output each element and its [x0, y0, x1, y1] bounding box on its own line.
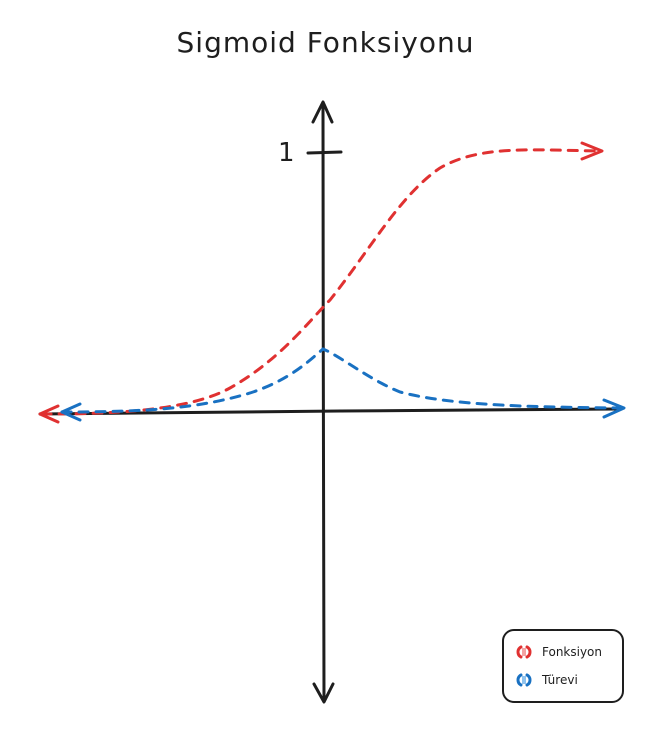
- series-fonksiyon-arrow-right: [580, 141, 604, 161]
- y-axis-arrow-bottom: [312, 682, 335, 704]
- series-turevi-arrow-right: [602, 398, 626, 419]
- chart-title: Sigmoid Fonksiyonu: [176, 26, 475, 59]
- y-tick-1: [306, 150, 343, 155]
- y-axis-arrow-top: [311, 100, 334, 124]
- y-axis-line: [321, 102, 326, 702]
- legend-item-turevi: Türevi: [516, 673, 578, 687]
- y-tick-label-1: 1: [278, 138, 295, 168]
- legend: Fonksiyon Türevi: [502, 629, 624, 703]
- legend-swatch-fonksiyon: [516, 645, 532, 659]
- series-fonksiyon-line: [40, 148, 602, 416]
- legend-label-fonksiyon: Fonksiyon: [542, 645, 603, 659]
- axes: [38, 100, 620, 704]
- series-fonksiyon-arrow-left: [38, 404, 60, 424]
- series-turevi: [60, 347, 626, 422]
- series-turevi-line: [60, 347, 622, 414]
- legend-swatch-turevi: [516, 673, 532, 687]
- series-turevi-arrow-left: [60, 402, 82, 422]
- series-fonksiyon: [38, 141, 604, 424]
- legend-label-turevi: Türevi: [542, 673, 578, 687]
- legend-item-fonksiyon: Fonksiyon: [516, 645, 602, 659]
